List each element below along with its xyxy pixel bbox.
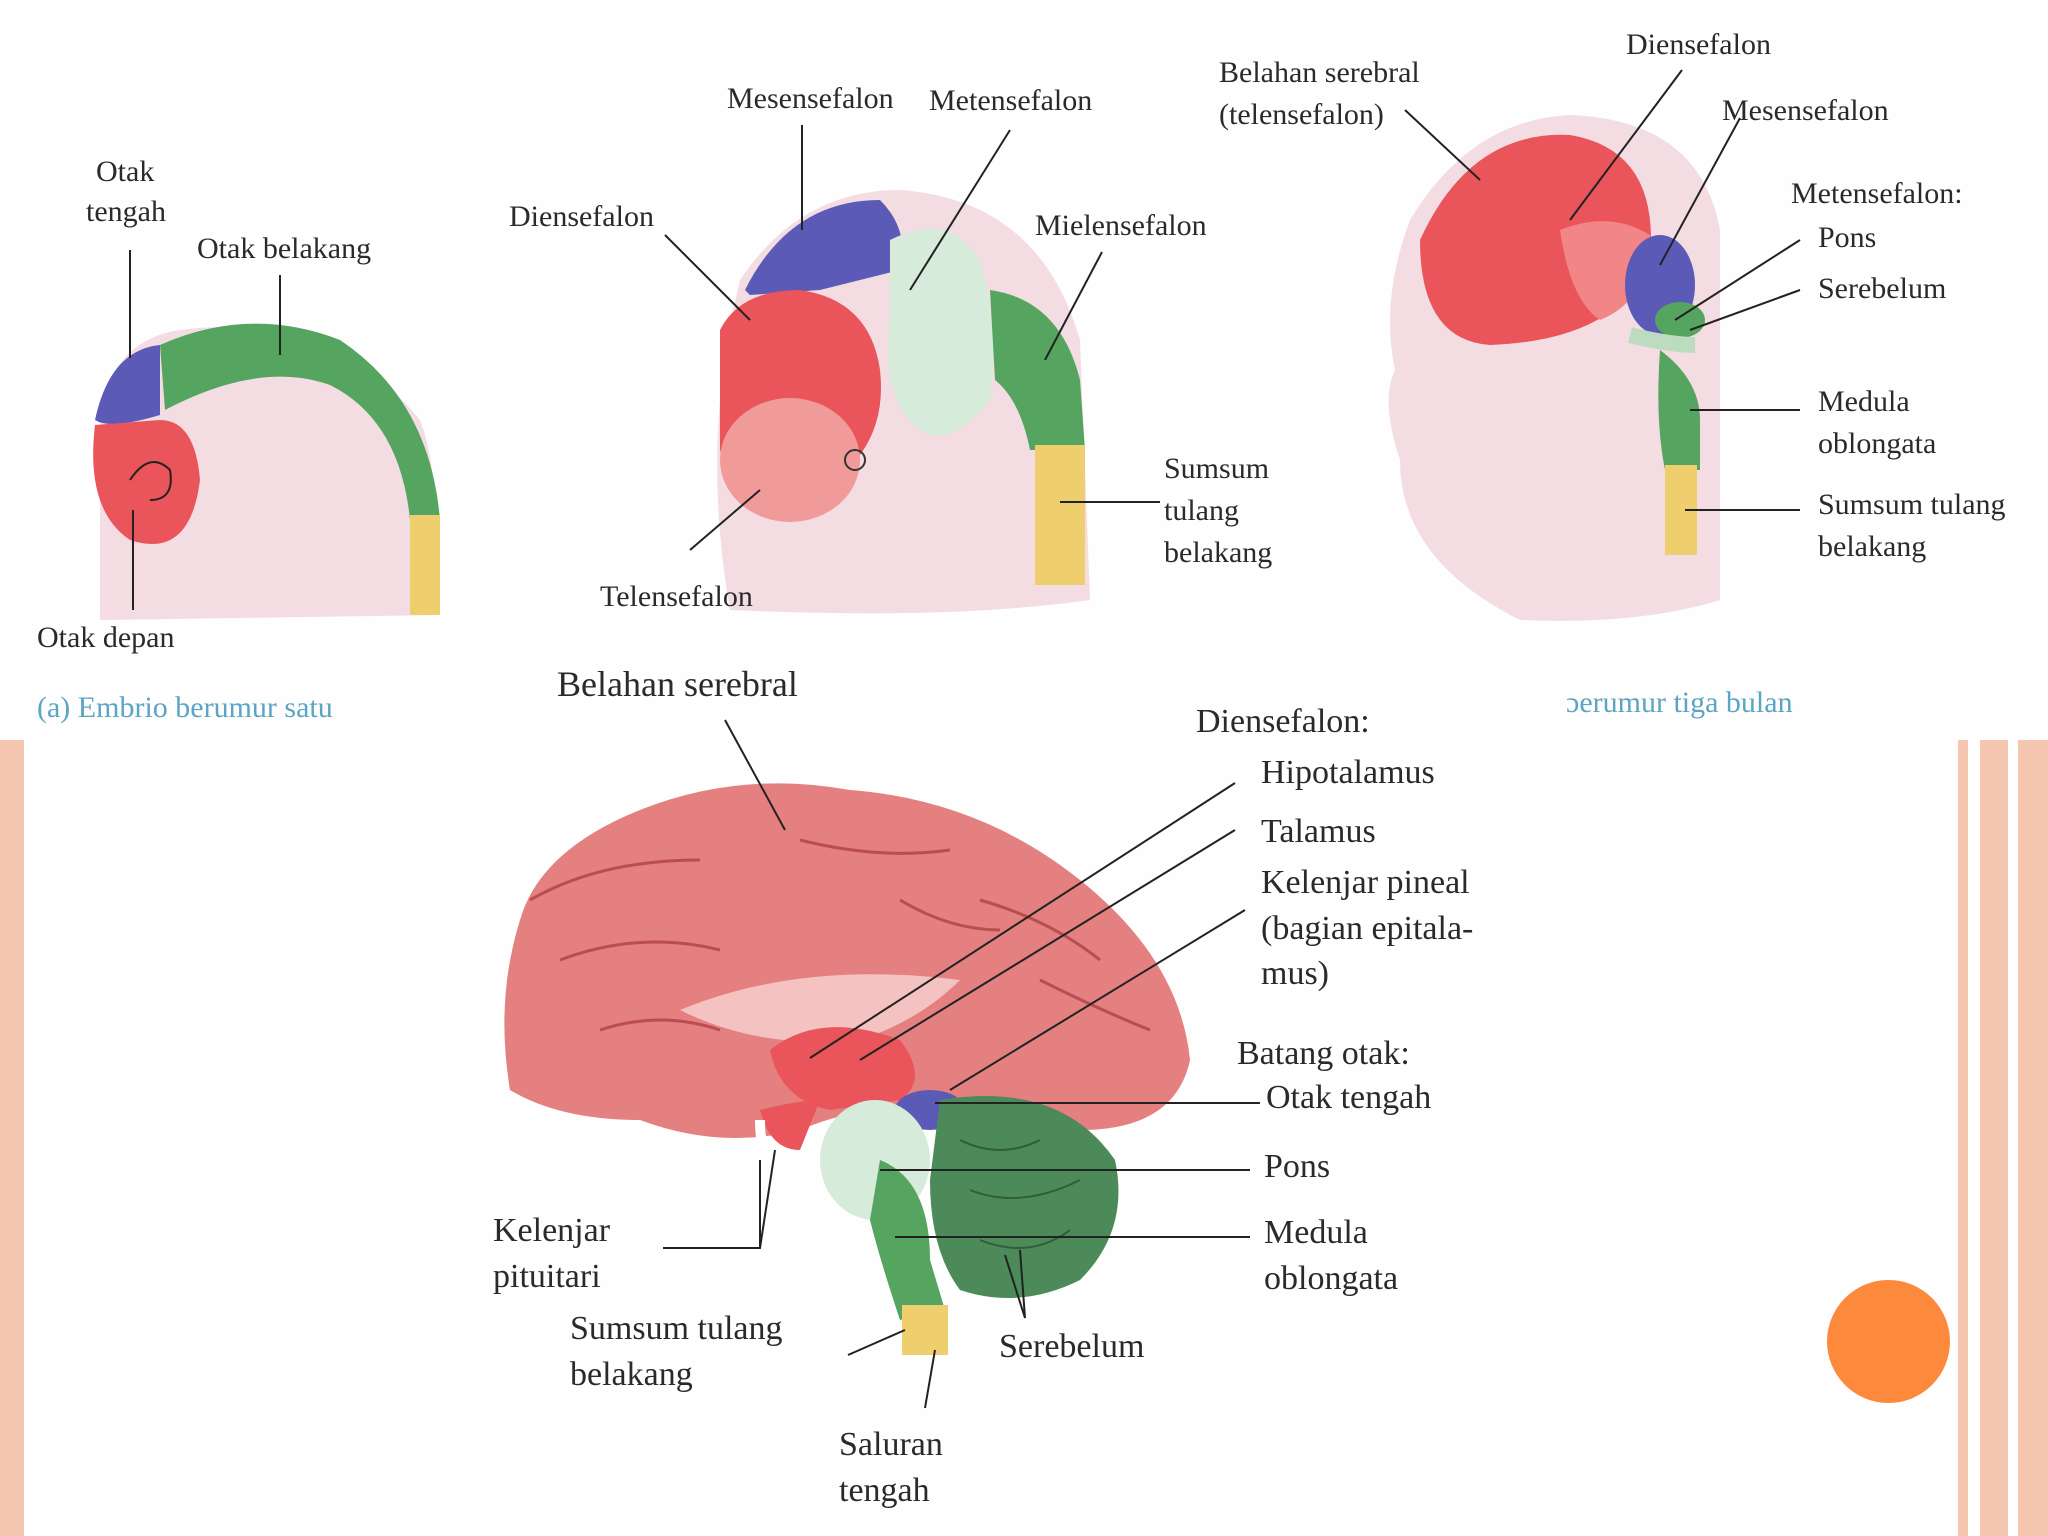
label-diensefalon-c: Diensefalon [1626,28,1771,61]
serebelum-region-c [1655,302,1705,338]
caption-panel-c: ɔerumur tiga bulan [1566,686,1793,719]
label-otak-depan: Otak depan [37,621,174,654]
label-medula-d-2: oblongata [1264,1260,1398,1297]
label-sumsum-c-1: Sumsum tulang [1818,488,2006,521]
leader-lines [129,69,1801,1409]
otak-tengah-region [95,345,160,424]
mielensefalon-region [990,290,1085,450]
spinal-cord-region [410,515,440,615]
label-pons-d: Pons [1264,1148,1330,1185]
slide-frame-left [0,740,24,1536]
slide-frame-right-middle [1980,740,2008,1536]
label-telensefalon-b: Telensefalon [600,580,753,613]
label-otak-tengah-d: Otak tengah [1266,1079,1431,1116]
label-pineal-2: (bagian epitala- [1261,910,1473,947]
panel-c-fetus [1388,115,1720,621]
label-sumsum-b-3: belakang [1164,536,1272,569]
label-sumsum-b-2: tulang [1164,494,1239,527]
label-belahan-serebral: Belahan serebral [557,664,798,704]
mesensefalon-region [745,200,903,295]
label-mesensefalon-b: Mesensefalon [727,82,894,115]
label-mielensefalon-b: Mielensefalon [1035,209,1207,242]
label-metensefalon-b: Metensefalon [929,84,1092,117]
label-medula-d-1: Medula [1264,1214,1368,1251]
spinal-cord-region-b [1035,445,1085,585]
label-belahan-c-2: (telensefalon) [1219,98,1384,131]
pons-region-c [1628,327,1696,353]
pituitary-gland [755,1119,774,1164]
label-sumsum-b-1: Sumsum [1164,452,1269,485]
hipotalamus-region [760,1100,820,1150]
medula-region-d [870,1160,945,1320]
label-pituitari-1: Kelenjar [493,1212,611,1249]
label-saluran-1: Saluran [839,1426,943,1463]
label-otak-belakang: Otak belakang [197,232,371,265]
label-sumsum-d-2: belakang [570,1356,693,1393]
label-mesensefalon-c: Mesensefalon [1722,94,1889,127]
metensefalon-region [888,228,994,436]
label-metensefalon-c: Metensefalon: [1791,177,1963,210]
label-pineal-3: mus) [1261,955,1329,992]
label-medula-c-2: oblongata [1818,427,1936,460]
spinal-cord-region-d [902,1305,948,1355]
caption-panel-a: (a) Embrio berumur satu [37,691,333,724]
otak-belakang-region [160,323,440,520]
label-otak-tengah-1: Otak [96,155,154,188]
slide-frame-right-inner [1958,740,1968,1536]
label-batang-otak: Batang otak: [1237,1035,1410,1072]
label-sumsum-d-1: Sumsum tulang [570,1310,783,1347]
label-sumsum-c-2: belakang [1818,530,1926,563]
slide-frame-right-outer [2018,740,2048,1536]
label-talamus: Talamus [1261,813,1376,850]
label-diensefalon-header: Diensefalon: [1196,703,1370,740]
label-diensefalon-b: Diensefalon [509,200,654,233]
label-saluran-2: tengah [839,1472,930,1509]
label-pituitari-2: pituitari [493,1258,601,1295]
label-pons-c: Pons [1818,221,1876,254]
medula-region-c [1658,350,1700,470]
label-medula-c-1: Medula [1818,385,1910,418]
telensefalon-region [720,398,860,522]
cerebral-hemisphere [504,783,1190,1138]
otak-depan-region [93,420,200,544]
panel-d-adult-brain [504,783,1190,1355]
label-pineal-1: Kelenjar pineal [1261,864,1470,901]
label-serebelum-d: Serebelum [999,1328,1144,1365]
label-hipotalamus: Hipotalamus [1261,754,1435,791]
label-serebelum-c: Serebelum [1818,272,1946,305]
label-otak-tengah-2: tengah [86,195,166,228]
panel-b-embryo [717,190,1090,614]
panel-a-embryo [93,323,440,620]
label-belahan-c-1: Belahan serebral [1219,56,1420,89]
orange-circle-decoration [1827,1280,1950,1403]
